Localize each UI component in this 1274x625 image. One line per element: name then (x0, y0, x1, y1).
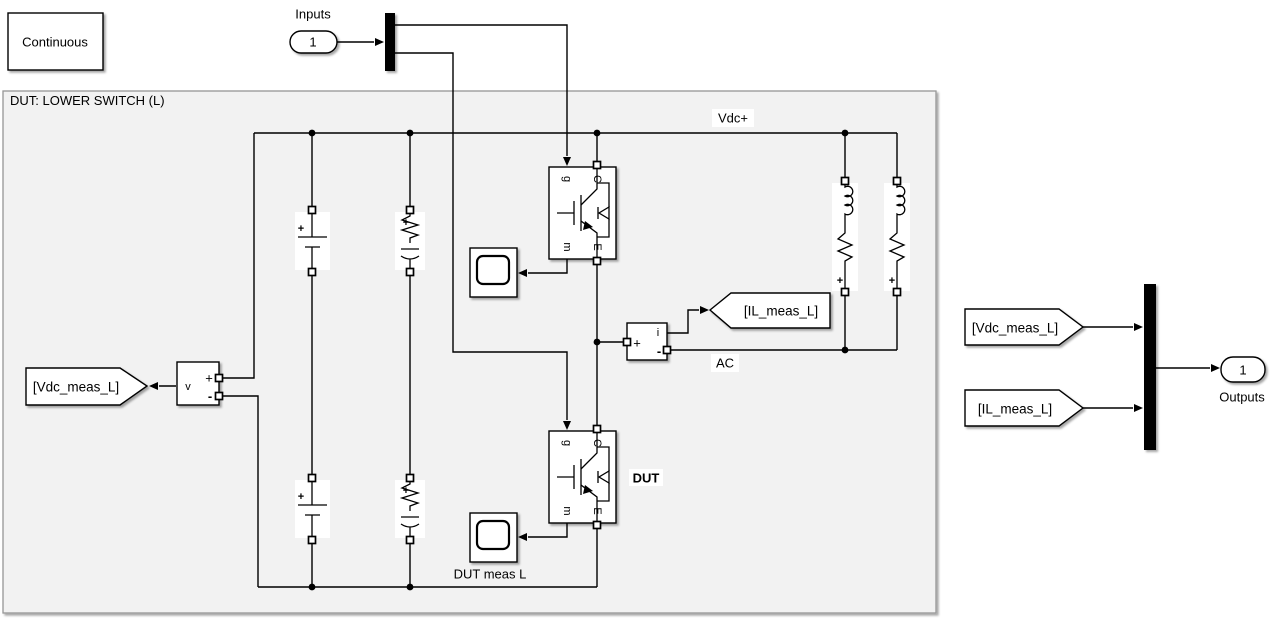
current-output-label: i (657, 327, 659, 339)
from-vdc-tag[interactable]: [Vdc_meas_L] (964, 308, 1085, 346)
inport-name: Inputs (295, 7, 331, 22)
current-measurement-block[interactable]: + i - (626, 322, 668, 361)
wire-rail-to-vplus (223, 133, 255, 379)
wire-demux-to-lower-gate (395, 52, 568, 420)
ac-annotation: AC (711, 354, 739, 372)
wire-demux-to-upper-gate (395, 24, 568, 156)
current-plus-label: + (633, 336, 641, 351)
wire-upper-m-to-scope (528, 259, 568, 274)
powergui-block[interactable]: Continuous (7, 12, 104, 71)
wire-lower-m-to-scope (528, 523, 568, 538)
voltage-plus-label: + (205, 371, 213, 386)
mux-block[interactable] (1144, 284, 1156, 450)
outport-block[interactable]: 1 Outputs (1219, 356, 1266, 405)
outport-number: 1 (1239, 363, 1246, 378)
goto-vdc-text: [Vdc_meas_L] (33, 380, 119, 395)
svg-text:AC: AC (716, 356, 734, 371)
scope-dut-meas-block[interactable] (468, 511, 519, 564)
battery-lower[interactable] (294, 479, 331, 539)
outport-name: Outputs (1219, 390, 1265, 405)
igbt-lower-block[interactable] (548, 430, 617, 524)
rc-branch-upper[interactable] (394, 211, 426, 271)
inport-block[interactable]: Inputs 1 (289, 7, 338, 54)
rl-branch-left[interactable] (831, 182, 859, 292)
goto-vdc-tag[interactable]: [Vdc_meas_L] (25, 367, 149, 406)
battery-upper[interactable] (294, 211, 331, 271)
demux-block[interactable] (385, 13, 395, 71)
circuit-wires[interactable] (223, 132, 898, 588)
voltage-output-label: v (185, 381, 191, 393)
vdc-annotation: Vdc+ (712, 109, 754, 127)
dut-area-title: DUT: LOWER SWITCH (L) (10, 93, 165, 108)
igbt-upper-block[interactable] (548, 166, 617, 260)
connection-port-squares (214, 160, 902, 545)
inport-number: 1 (309, 35, 316, 50)
junction-dots (308, 129, 849, 591)
scope-upper-block[interactable] (468, 246, 519, 299)
svg-text:Vdc+: Vdc+ (718, 111, 748, 126)
from-il-tag[interactable]: [IL_meas_L] (964, 389, 1085, 427)
dut-annotation: DUT (629, 469, 663, 486)
signal-wires[interactable] (149, 24, 1220, 541)
from-vdc-text: [Vdc_meas_L] (972, 321, 1058, 336)
voltage-minus-label: - (208, 389, 212, 404)
svg-text:DUT: DUT (633, 471, 660, 486)
scope-dut-meas-name: DUT meas L (454, 567, 527, 582)
goto-il-tag[interactable]: [IL_meas_L] (708, 292, 831, 329)
rl-branch-right[interactable] (883, 182, 911, 292)
powergui-label: Continuous (22, 35, 88, 50)
rc-branch-lower[interactable] (394, 479, 426, 539)
from-il-text: [IL_meas_L] (978, 402, 1052, 417)
goto-il-text: [IL_meas_L] (744, 304, 818, 319)
wire-current-to-goto-il (667, 309, 699, 334)
voltage-measurement-block[interactable]: v + - (176, 361, 220, 406)
current-minus-label: - (657, 344, 661, 359)
wire-vminus-to-bottom (223, 395, 259, 587)
